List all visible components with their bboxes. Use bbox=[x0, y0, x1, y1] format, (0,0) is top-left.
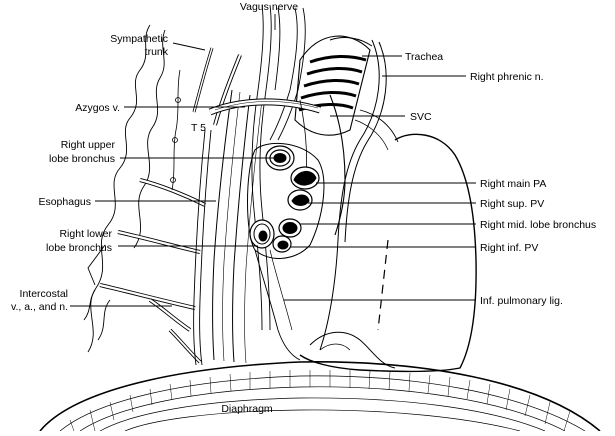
label-diaphragm: Diaphragm bbox=[221, 403, 273, 415]
label-trachea: Trachea bbox=[405, 51, 443, 63]
label-sympathetic-trunk-1: Sympathetic bbox=[110, 33, 168, 45]
diaphragm-illustration bbox=[39, 361, 601, 432]
intercostal-bundles-illustration bbox=[99, 47, 242, 364]
right-inf-pv-shape bbox=[272, 235, 292, 253]
label-t5: T 5 bbox=[191, 122, 206, 134]
label-right-lower-lobe-2: lobe bronchus bbox=[46, 242, 112, 254]
label-vagus-nerve: Vagus nerve bbox=[240, 1, 298, 13]
right-sup-pv-shape bbox=[287, 189, 313, 211]
label-right-main-pa: Right main PA bbox=[480, 178, 546, 190]
label-azygos: Azygos v. bbox=[75, 102, 120, 114]
phrenic-nerve-illustration bbox=[319, 39, 387, 351]
sympathetic-trunk-illustration bbox=[170, 69, 181, 191]
label-right-phrenic: Right phrenic n. bbox=[470, 71, 544, 83]
right-lung-illustration bbox=[299, 109, 477, 372]
chest-wall-illustration bbox=[83, 24, 166, 353]
label-right-mid-lobe: Right mid. lobe bronchus bbox=[480, 219, 596, 231]
labels: Vagus nerve Sympathetic trunk Trachea Ri… bbox=[11, 1, 596, 415]
leader-sympathetic bbox=[172, 42, 206, 51]
label-intercostal-2: v., a., and n. bbox=[11, 301, 68, 313]
right-mid-lobe-bronchus-shape bbox=[278, 218, 302, 238]
label-right-upper-lobe-1: Right upper bbox=[61, 139, 116, 151]
label-sympathetic-trunk-2: trunk bbox=[145, 46, 169, 58]
label-right-inf-pv: Right inf. PV bbox=[480, 242, 538, 254]
label-right-lower-lobe-1: Right lower bbox=[59, 228, 112, 240]
svc-azygos-illustration bbox=[208, 94, 346, 236]
label-right-upper-lobe-2: lobe bronchus bbox=[49, 153, 115, 165]
label-svc: SVC bbox=[410, 111, 432, 123]
label-inf-pulmonary-lig: Inf. pulmonary lig. bbox=[480, 295, 563, 307]
trachea-illustration bbox=[294, 35, 373, 136]
label-esophagus: Esophagus bbox=[38, 196, 91, 208]
esophagus-illustration bbox=[193, 89, 263, 366]
right-main-pa-shape bbox=[290, 166, 320, 190]
label-right-sup-pv: Right sup. PV bbox=[480, 198, 544, 210]
leader-lines bbox=[70, 14, 476, 307]
hilum-illustration bbox=[247, 142, 325, 361]
right-lower-lobe-bronchus-shape bbox=[249, 219, 275, 249]
label-intercostal-1: Intercostal bbox=[20, 288, 68, 300]
